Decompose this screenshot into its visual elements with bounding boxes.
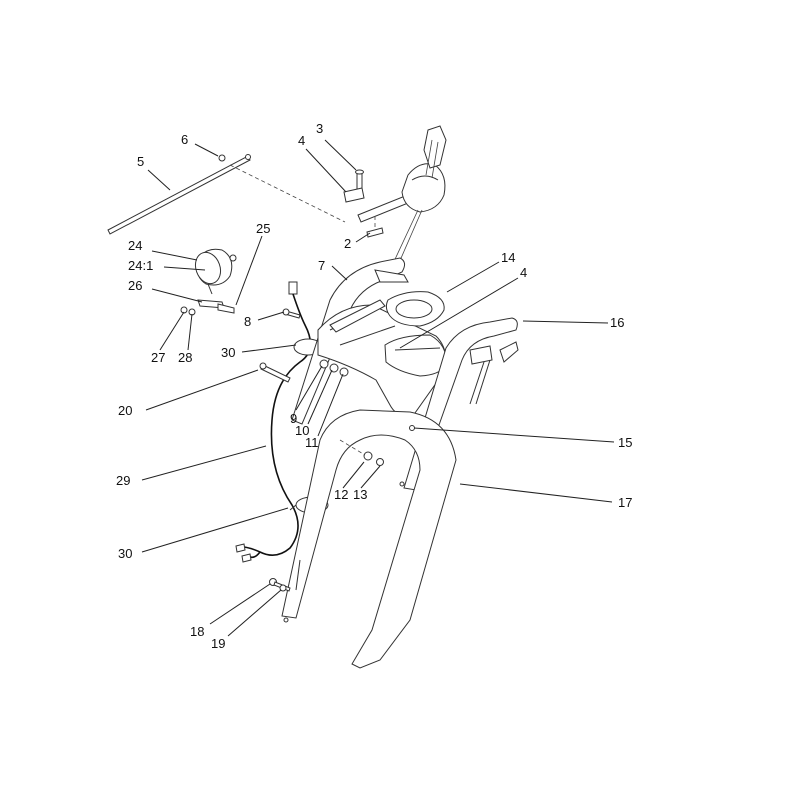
screw-part (409, 425, 415, 431)
callout-9: 9 (290, 411, 297, 426)
callout-14: 14 (501, 250, 515, 265)
light-bracket-part (197, 299, 235, 314)
hex-bolt-part (259, 362, 291, 383)
callout-19: 19 (211, 636, 225, 651)
callout-29: 29 (116, 473, 130, 488)
lower-washer-part (279, 584, 287, 592)
callout-2: 2 (344, 236, 351, 251)
rod-part (107, 154, 251, 235)
lower-handle-part (281, 409, 457, 669)
callout-12: 12 (334, 487, 348, 502)
right-handle-part (403, 317, 519, 491)
callout-17: 17 (618, 495, 632, 510)
handle-cover-part (385, 291, 445, 327)
callout-4-lower: 4 (520, 265, 527, 280)
callout-30-upper: 30 (221, 345, 235, 360)
callout-28: 28 (178, 350, 192, 365)
leader-lines (141, 139, 615, 637)
dash-panel-part (317, 299, 447, 421)
callout-8: 8 (244, 314, 251, 329)
callout-24: 24 (128, 238, 142, 253)
bracket-part (343, 187, 365, 203)
callout-11: 11 (305, 435, 319, 450)
callout-25: 25 (256, 221, 270, 236)
wire-harness-part (235, 281, 312, 563)
callout-27: 27 (151, 350, 165, 365)
callout-26: 26 (128, 278, 142, 293)
hex-nut-part (376, 458, 384, 466)
callout-7: 7 (318, 258, 325, 273)
upper-handle-part (291, 257, 409, 425)
callout-16: 16 (610, 315, 624, 330)
carriage-bolt-part (282, 308, 301, 319)
headlight-part (194, 248, 237, 295)
nut-part (218, 154, 226, 162)
callout-20: 20 (118, 403, 132, 418)
callout-5: 5 (137, 154, 144, 169)
callout-10: 10 (295, 423, 309, 438)
callout-4-upper: 4 (298, 133, 305, 148)
flat-washer-part (363, 451, 373, 461)
callout-15: 15 (618, 435, 632, 450)
callout-labels: 3 4 6 5 2 24 24:1 25 7 14 4 26 8 16 27 2… (116, 121, 632, 651)
washer-stack-part (319, 359, 349, 377)
callout-6: 6 (181, 132, 188, 147)
callout-18: 18 (190, 624, 204, 639)
callout-24-1: 24:1 (128, 258, 153, 273)
callout-3: 3 (316, 121, 323, 136)
callout-13: 13 (353, 487, 367, 502)
callout-30-lower: 30 (118, 546, 132, 561)
washer-part (180, 306, 188, 314)
bolt-part (355, 169, 364, 191)
